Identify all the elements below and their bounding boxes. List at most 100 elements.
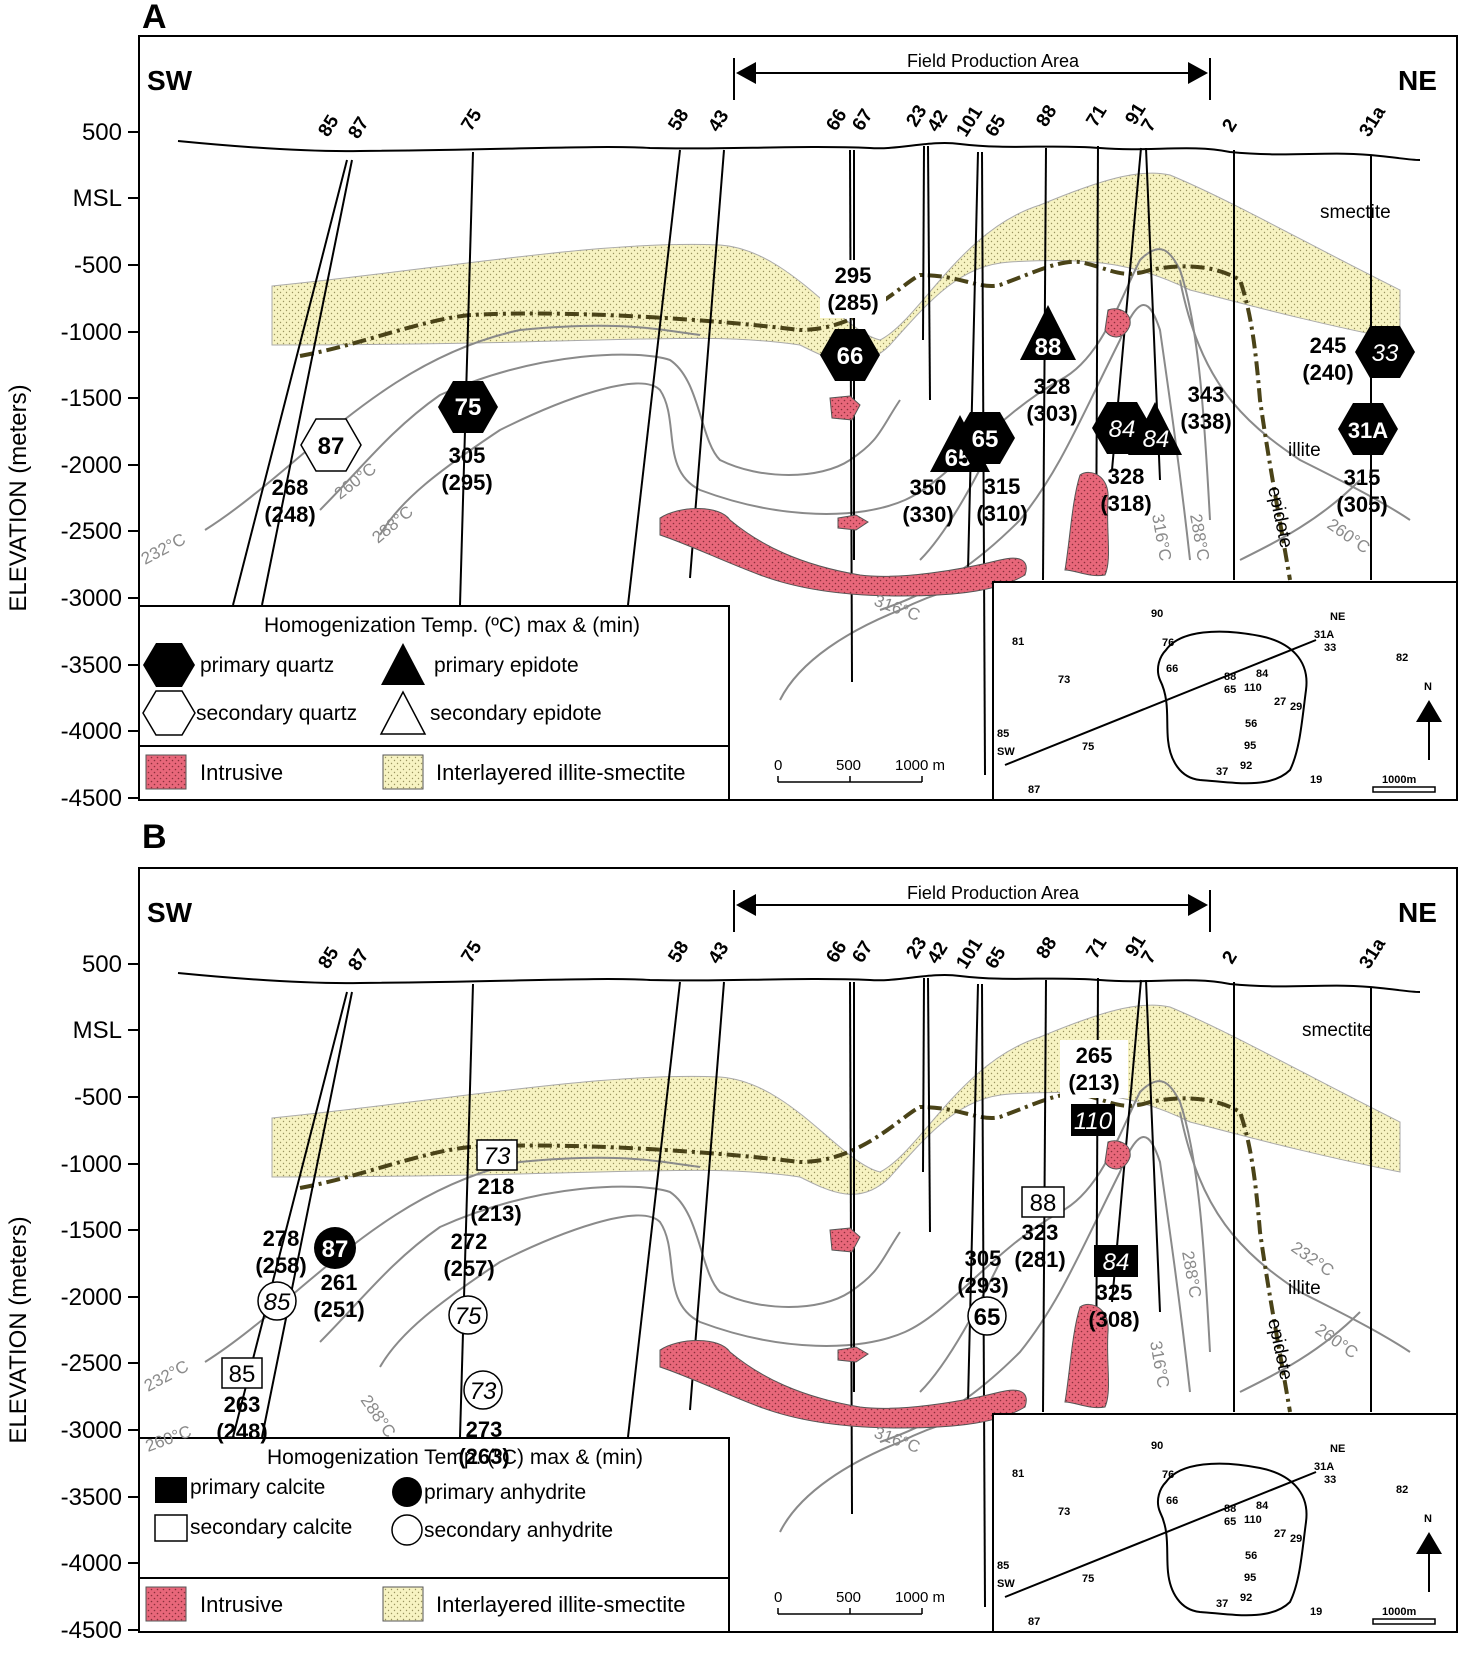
map-label: SW (997, 746, 1015, 758)
map-label: 65 (1224, 684, 1236, 696)
map-label: 73 (1058, 674, 1070, 686)
legend-item: secondary anhydrite (424, 1519, 613, 1542)
legend: Homogenization Temp. (ºC) max & (min) pr… (154, 1446, 685, 1617)
scale-label: 500 (836, 757, 861, 774)
scale-label: 500 (836, 1589, 861, 1606)
legend-item: primary calcite (190, 1476, 325, 1499)
legend-item: secondary quartz (196, 702, 357, 725)
temp-min: (318) (1100, 491, 1151, 516)
temp-min: (213) (470, 1201, 521, 1226)
secondary-quartz-icon (142, 690, 196, 736)
temp-min: (308) (1088, 1307, 1139, 1332)
secondary-anhydrite-marker: 75 (448, 1295, 488, 1335)
map-label: SW (997, 1578, 1015, 1590)
y-tick: 500 (82, 119, 122, 146)
primary-calcite-marker: 110 (1071, 1104, 1115, 1136)
y-tick: -2500 (61, 518, 122, 545)
temperature-labels: 268 (248) 305 (295) 295 (285) 350 (330) … (264, 260, 1388, 527)
map-label: 87 (1028, 1616, 1040, 1628)
scale-label: 0 (774, 1589, 782, 1606)
y-axis-title: ELEVATION (meters) (5, 384, 32, 611)
map-label: 19 (1310, 1606, 1322, 1618)
secondary-anhydrite-marker: 65 (967, 1296, 1007, 1336)
map-label: 76 (1162, 637, 1174, 649)
scale-bar: 0 500 1000 m (774, 757, 945, 774)
ne-label: NE (1398, 65, 1437, 96)
legend-title: Homogenization Temp. (ºC) max & (min) (264, 614, 640, 637)
marker-label: 75 (455, 394, 482, 421)
primary-calcite-icon (155, 1477, 187, 1503)
temp-min: (285) (827, 290, 878, 315)
marker-label: 31A (1348, 418, 1388, 443)
marker-label: 88 (1030, 1190, 1057, 1217)
panel-b: B SW NE Field Production Area smectite i… (5, 818, 1459, 1644)
temp-max: 305 (965, 1246, 1002, 1271)
primary-anhydrite-marker: 87 (314, 1227, 356, 1269)
map-label: 56 (1245, 1550, 1257, 1562)
map-label: 92 (1240, 1592, 1252, 1604)
map-label: 92 (1240, 760, 1252, 772)
illite-label: illite (1288, 1278, 1321, 1299)
map-label: 81 (1012, 1468, 1024, 1480)
map-label: 73 (1058, 1506, 1070, 1518)
panel-letter: B (142, 818, 167, 856)
map-label: NE (1330, 1443, 1345, 1455)
secondary-calcite-marker: 73 (476, 1139, 518, 1171)
marker-label: 110 (1074, 1108, 1113, 1135)
marker-label: 84 (1109, 416, 1136, 443)
marker-label: 66 (837, 343, 864, 370)
y-tick: -4500 (61, 785, 122, 812)
temp-min: (240) (1302, 360, 1353, 385)
primary-epidote-marker: 84 (1128, 402, 1182, 455)
map-label: 110 (1244, 682, 1262, 694)
temp-max: 305 (449, 443, 486, 468)
map-label: 75 (1082, 1573, 1094, 1585)
secondary-anhydrite-marker: 73 (463, 1370, 503, 1410)
temp-max: 273 (466, 1417, 503, 1442)
secondary-quartz-marker: 87 (300, 418, 362, 472)
temp-max: 218 (478, 1174, 515, 1199)
y-tick: -3000 (61, 1417, 122, 1444)
inset-map: 90 81 76 66 73 88 65 84 110 27 29 56 95 … (997, 1440, 1432, 1628)
scale-bar: 0 500 1000 m (774, 1589, 945, 1606)
temperature-labels: 218 (213) 278 (258) 261 (251) 263 (248) … (216, 1040, 1140, 1469)
north-arrow-label: N (1424, 681, 1432, 693)
map-label: 95 (1244, 740, 1256, 752)
y-ticks: 500 MSL -500 -1000 -1500 -2000 -2500 -30… (61, 951, 122, 1644)
map-label: 31A (1314, 1461, 1334, 1473)
secondary-anhydrite-marker: 85 (257, 1281, 297, 1321)
y-tick: -3500 (61, 652, 122, 679)
map-scale-label: 1000m (1382, 1606, 1416, 1618)
primary-quartz-marker: 31A (1338, 403, 1398, 455)
y-ticks: 500 MSL -500 -1000 -1500 -2000 -2500 -30… (61, 119, 122, 812)
map-label: 27 (1274, 696, 1286, 708)
field-production-label: Field Production Area (907, 51, 1080, 71)
marker-label: 84 (1143, 426, 1170, 453)
map-label: 76 (1162, 1469, 1174, 1481)
sw-label: SW (147, 65, 193, 96)
temp-min: (258) (255, 1253, 306, 1278)
legend-item: primary anhydrite (424, 1481, 586, 1504)
temp-max: 328 (1108, 464, 1145, 489)
map-label: 85 (997, 728, 1009, 740)
temp-max: 261 (321, 1270, 358, 1295)
map-label: 37 (1216, 1598, 1228, 1610)
inset-map: 90 81 76 66 73 88 65 84 110 27 29 56 95 … (997, 608, 1432, 796)
temp-min: (330) (902, 502, 953, 527)
temp-max: 325 (1096, 1280, 1133, 1305)
y-tick: -1000 (61, 1151, 122, 1178)
map-label: 95 (1244, 1572, 1256, 1584)
y-tick: -3000 (61, 585, 122, 612)
temp-min: (251) (313, 1297, 364, 1322)
primary-quartz-marker: 66 (820, 329, 880, 381)
map-label: 110 (1244, 1514, 1262, 1526)
temp-max: 272 (451, 1229, 488, 1254)
panel-letter: A (142, 0, 167, 36)
primary-anhydrite-icon (392, 1477, 422, 1507)
temp-min: (248) (216, 1419, 267, 1444)
temp-min: (281) (1014, 1247, 1065, 1272)
temp-max: 343 (1188, 382, 1225, 407)
y-axis-title: ELEVATION (meters) (5, 1216, 32, 1443)
primary-quartz-marker: 75 (438, 381, 498, 433)
